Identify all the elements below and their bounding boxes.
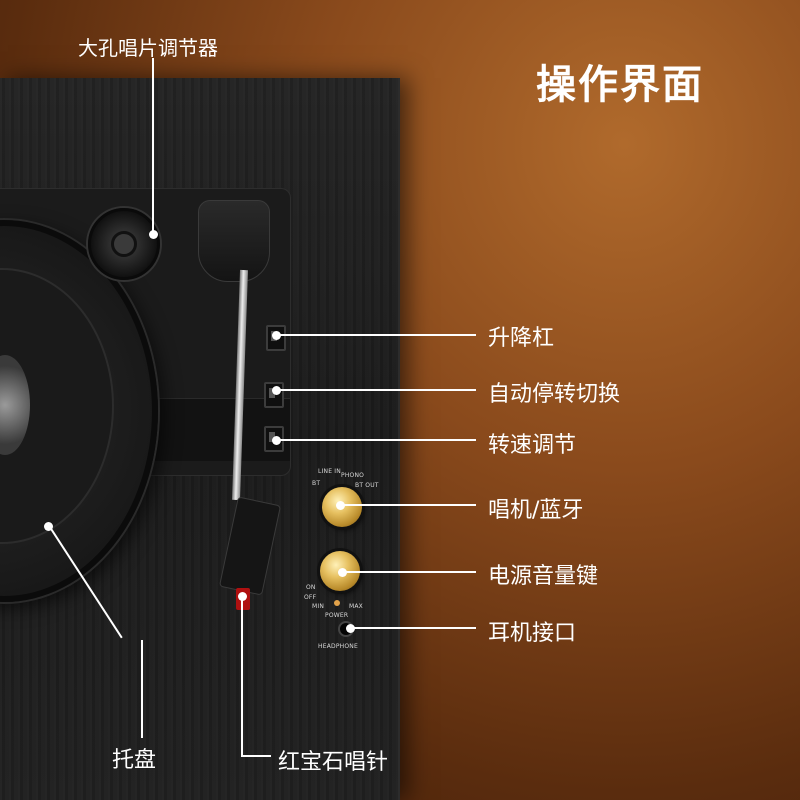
callout-stylus: 红宝石唱针 — [278, 750, 389, 775]
callout-spindle-adapter: 大孔唱片调节器 — [78, 36, 218, 60]
label-max: MAX — [349, 603, 363, 610]
label-line-in: LINE IN — [318, 468, 341, 475]
leader-line — [141, 640, 143, 738]
leader-dot — [272, 331, 281, 340]
leader-dot — [238, 592, 247, 601]
leader-line — [342, 571, 476, 573]
leader-dot — [346, 624, 355, 633]
leader-line — [152, 58, 154, 234]
leader-dot — [338, 568, 347, 577]
power-led — [334, 600, 340, 606]
leader-line — [241, 755, 271, 757]
leader-line — [276, 389, 476, 391]
leader-dot — [336, 501, 345, 510]
page-title: 操作界面 — [536, 62, 704, 108]
tonearm-base — [198, 200, 270, 282]
leader-line — [340, 504, 476, 506]
label-on: ON — [306, 584, 316, 591]
label-bt-out: BT OUT — [355, 482, 379, 489]
callout-lift-lever: 升降杠 — [488, 326, 555, 351]
callout-phono-bluetooth: 唱机/蓝牙 — [488, 498, 584, 523]
callout-platter: 托盘 — [112, 748, 157, 773]
spindle-adapter-icon — [88, 208, 160, 280]
leader-line — [350, 627, 476, 629]
label-min: MIN — [312, 603, 325, 610]
label-phono: PHONO — [341, 472, 365, 479]
label-bt: BT — [312, 480, 321, 487]
leader-dot — [149, 230, 158, 239]
leader-line — [276, 439, 476, 441]
callout-auto-stop: 自动停转切换 — [488, 382, 621, 407]
leader-line — [276, 334, 476, 336]
label-headphone: HEADPHONE — [318, 643, 358, 650]
leader-line — [241, 596, 243, 756]
leader-dot — [44, 522, 53, 531]
label-off: OFF — [304, 594, 317, 601]
label-power: POWER — [325, 612, 349, 619]
callout-headphone-jack: 耳机接口 — [488, 621, 577, 646]
leader-dot — [272, 436, 281, 445]
leader-dot — [272, 386, 281, 395]
callout-power-volume: 电源音量键 — [488, 564, 599, 589]
callout-speed: 转速调节 — [488, 433, 577, 458]
